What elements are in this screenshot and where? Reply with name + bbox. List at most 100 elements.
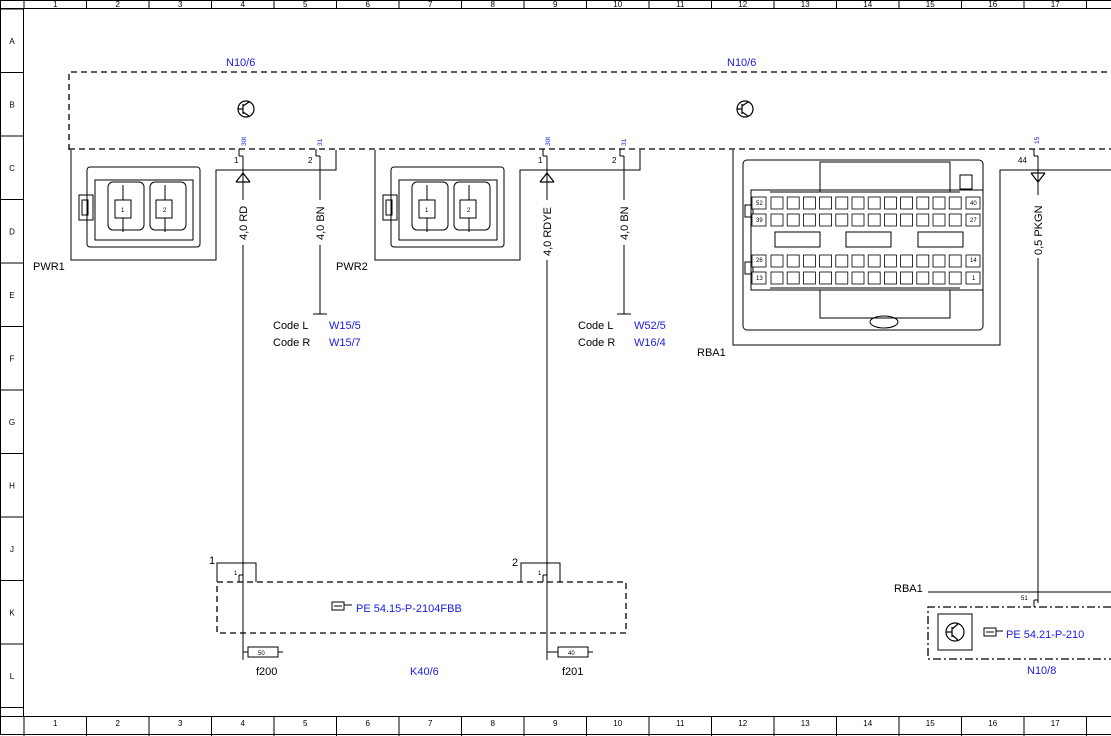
pwr2-label: PWR2 xyxy=(336,261,368,273)
pwr1-pin-1: 1 xyxy=(234,156,239,165)
fuse-rating-40: 40 xyxy=(568,651,575,657)
row-ticks xyxy=(0,8,23,708)
rba1-pin-cell xyxy=(770,271,784,285)
pwr1-label: PWR1 xyxy=(33,261,65,273)
wires xyxy=(242,156,1039,660)
grid-row-label: C xyxy=(9,164,15,173)
n10-6-label-left: N10/6 xyxy=(226,57,255,69)
k40-connector-brackets xyxy=(216,562,561,582)
pwr2-mini-pin-1: 1 xyxy=(425,208,429,214)
rba1-pin-cell xyxy=(786,271,800,285)
grid-column-label: 2 xyxy=(116,0,121,9)
grid-column-label: 7 xyxy=(428,719,433,728)
ground-2-code-r: Code R xyxy=(578,337,615,349)
rba1-pin-cell xyxy=(819,271,832,285)
rba1-pin-cell xyxy=(884,254,897,268)
rba1-pin-cell xyxy=(786,213,800,227)
grid-row-label: H xyxy=(9,481,15,490)
grid-column-label: 15 xyxy=(926,0,935,9)
fuse-rating-50: 50 xyxy=(258,651,265,657)
rba-num-40: 40 xyxy=(970,201,977,207)
pwr2-connector xyxy=(374,150,641,261)
rba1-pin-number-cell xyxy=(751,196,767,210)
grid-column-label: 1 xyxy=(53,0,58,9)
rba1-pin-cell xyxy=(916,271,930,285)
rba1-pin-cell xyxy=(851,254,865,268)
rba1-pin-cell xyxy=(819,254,832,268)
transistor-icon xyxy=(237,100,255,118)
grid-column-label: 11 xyxy=(676,719,685,728)
grid-column-label: 3 xyxy=(178,719,183,728)
ground-2-ref-l[interactable]: W52/5 xyxy=(634,320,666,332)
n10-8-module-box xyxy=(927,606,1111,660)
grid-column-label: 5 xyxy=(303,719,308,728)
terminal-31-b: 31 xyxy=(621,138,628,146)
wire-label-bn-1: 4,0 BN xyxy=(315,206,327,240)
rba-num-1: 1 xyxy=(972,276,976,282)
grid-row-label: L xyxy=(10,672,15,681)
rba1-pin-cell xyxy=(851,271,865,285)
rba1-pin-number-cell xyxy=(751,213,767,227)
grid-column-label: 9 xyxy=(553,0,558,9)
grid-column-label: 9 xyxy=(553,719,558,728)
grid-column-label: 10 xyxy=(613,719,622,728)
rba1-pin-cell xyxy=(786,196,800,210)
wire-label-rdye: 4,0 RDYE xyxy=(542,207,554,256)
rba1-pin-cell xyxy=(932,254,946,268)
pwr2-pin-1: 1 xyxy=(538,156,543,165)
fuse-f200: f200 xyxy=(256,666,277,678)
rba1-bottom-pin xyxy=(1033,599,1038,607)
terminal-15: 15 xyxy=(1034,136,1041,144)
grid-column-label: 8 xyxy=(491,719,496,728)
ground-1-code-l: Code L xyxy=(273,320,308,332)
grid-column-label: 14 xyxy=(863,719,872,728)
rba1-pin-cell xyxy=(948,271,962,285)
grid-row-label: B xyxy=(9,100,14,109)
rba1-pin-cell xyxy=(819,213,832,227)
rba1-pin-cell xyxy=(867,271,881,285)
pointer-hand-icon xyxy=(983,627,1003,637)
rba1-pin-cell xyxy=(835,254,849,268)
rba1-pin-cell xyxy=(835,196,849,210)
fuse-icon xyxy=(546,633,593,658)
ground-1-ref-l[interactable]: W15/5 xyxy=(329,320,361,332)
rba1-pin-cell xyxy=(803,254,816,268)
k40-ref-link[interactable]: PE 54.15-P-2104FBB xyxy=(356,603,462,615)
rba1-pin-number-cell xyxy=(751,254,767,268)
n10-8-ref-link[interactable]: PE 54.21-P-210 xyxy=(1006,629,1084,641)
transistor-icon-frame xyxy=(937,613,973,651)
grid-row-label: G xyxy=(9,418,15,427)
pwr1-mini-pin-1: 1 xyxy=(121,208,125,214)
grid-column-label: 4 xyxy=(241,0,246,9)
grid-column-label: 6 xyxy=(366,719,371,728)
wire-label-bn-2: 4,0 BN xyxy=(619,206,631,240)
k40-pin-1: 1 xyxy=(209,555,215,567)
rba-num-13: 13 xyxy=(756,276,763,282)
grid-column-label: 10 xyxy=(613,0,622,9)
rba-num-27: 27 xyxy=(970,218,977,224)
wire-label-pkgn: 0,5 PKGN xyxy=(1033,205,1045,255)
rba1-pin-cell xyxy=(948,196,962,210)
rba1-pin-numbers: 52 39 40 27 26 13 14 1 xyxy=(756,201,977,282)
k40-module-box xyxy=(216,581,627,634)
rba1-pin-cell xyxy=(770,254,784,268)
pwr1-pin-2: 2 xyxy=(308,156,313,165)
pwr2-mini-pin-2: 2 xyxy=(467,208,471,214)
rba1-pin-cell xyxy=(916,213,930,227)
grid-column-label: 5 xyxy=(303,0,308,9)
rba1-pin-cell xyxy=(884,213,897,227)
rba1-pin-cell xyxy=(803,213,816,227)
rba1-pin-cell xyxy=(786,254,800,268)
rba1-pin-cell xyxy=(900,213,913,227)
ground-2-ref-r[interactable]: W16/4 xyxy=(634,337,666,349)
ground-1-ref-r[interactable]: W15/7 xyxy=(329,337,361,349)
grid-row-label: D xyxy=(9,227,15,236)
rba-num-14: 14 xyxy=(970,258,977,264)
terminal-30t-a: 30t xyxy=(241,137,248,146)
k40-pin-2: 2 xyxy=(512,557,518,569)
rba1-pin-cell xyxy=(835,271,849,285)
rba1-pin-cell xyxy=(867,213,881,227)
rba1-pin-cell xyxy=(851,196,865,210)
